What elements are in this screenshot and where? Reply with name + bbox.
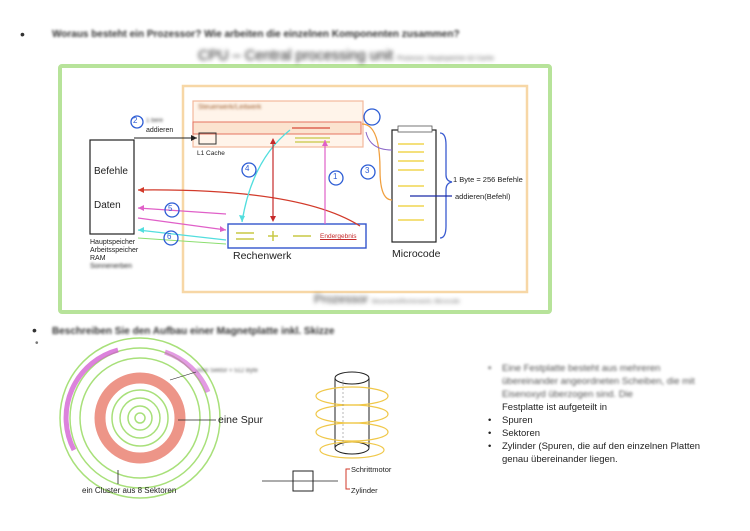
memory-caption-2: Arbeitsspeicher (90, 247, 139, 254)
right-bullet-3: • (488, 441, 492, 452)
memory-caption-4: Sonnenerben (90, 263, 133, 270)
steuerwerk-label: Steuerwerk/Leitwerk (198, 104, 262, 111)
circle-num-1: 1 (333, 172, 338, 181)
processor-label: Prozessor Steuerwerk/Rechenwerk, Microco… (314, 292, 460, 306)
processor-label-text: Prozessor (314, 292, 369, 306)
addieren-note: addieren(Befehl) (455, 192, 511, 201)
red-track (94, 372, 186, 464)
memory-befehle: Befehle (94, 166, 128, 177)
right-intro-blurred: • Eine Festplatte besteht aus mehreren ü… (488, 362, 708, 401)
byte-note: 1 Byte = 256 Befehle (453, 175, 523, 184)
section2-question: Beschreiben Sie den Aufbau einer Magnetp… (52, 326, 335, 337)
l1-cache-box (198, 132, 217, 145)
circle-num-3: 3 (365, 166, 370, 175)
disk-schrittmotor: Schrittmotor (351, 465, 392, 474)
right-list-item: • Zylinder (Spuren, die auf den einzelne… (488, 440, 708, 466)
memory-daten: Daten (94, 200, 121, 211)
right-intro-blurred-text: Eine Festplatte besteht aus mehreren übe… (502, 363, 695, 400)
memory-caption-1: Hauptspeicher (90, 239, 136, 246)
right-item-sektoren: Sektoren (502, 428, 541, 439)
l1-cache-label: L1 Cache (197, 150, 225, 157)
right-bullet-1: • (488, 415, 492, 426)
section2-bullet: • (32, 322, 37, 338)
circle-num-5: 5 (168, 204, 173, 213)
circle-num-2: 2 (133, 116, 138, 125)
memory-box (89, 139, 135, 235)
disk-tracks (59, 337, 221, 499)
disk-zylinder: Zylinder (351, 486, 378, 495)
rechenwerk-label: Rechenwerk (233, 250, 292, 262)
step1-b: addieren (146, 127, 174, 134)
cluster-arc (63, 347, 119, 452)
processor-label-small: Steuerwerk/Rechenwerk, Microcode (371, 299, 460, 305)
right-intro-visible-text: Festplatte ist aufgeteilt in (502, 402, 608, 413)
circle-num-6: 6 (167, 232, 172, 241)
disk-spur-label: eine Spur (218, 414, 263, 426)
processor-frame (181, 84, 529, 294)
section1-bullet: • (20, 26, 25, 42)
cylinder-sketch (315, 371, 389, 459)
cpu-frame (58, 64, 552, 314)
cpu-title: CPU – Central processing unit Prozessor,… (198, 48, 494, 64)
right-text-block: • Eine Festplatte besteht aus mehreren ü… (488, 362, 708, 466)
disk-cluster-label: ein Cluster aus 8 Sektoren (82, 486, 177, 495)
disk-top-note: eine Sektor = 512 Byte (197, 368, 258, 374)
section1-question: Woraus besteht ein Prozessor? Wie arbeit… (52, 29, 460, 40)
cpu-title-text: CPU – Central processing unit (198, 48, 394, 64)
right-list-item: • Sektoren (488, 427, 708, 440)
steuerwerk-inner (192, 121, 362, 135)
circle-num-4: 4 (245, 164, 250, 173)
cpu-title-small: Prozessor, Hauptspeicher &2 Cache (397, 56, 494, 62)
ergebnis-label: Endergebnis (320, 233, 357, 240)
microcode-label: Microcode (392, 248, 441, 260)
step1-a: 1 bere (146, 118, 164, 124)
right-list-item: • Spuren (488, 414, 708, 427)
right-item-zylinder: Zylinder (Spuren, die auf den einzelnen … (502, 441, 701, 465)
right-bullet-2: • (488, 428, 492, 439)
right-intro-visible: Festplatte ist aufgeteilt in (488, 401, 708, 414)
right-bullet-0: • (488, 363, 492, 374)
right-item-spuren: Spuren (502, 415, 533, 426)
memory-caption-3: RAM (90, 255, 106, 262)
section2-sub-bullet: • (35, 338, 39, 349)
